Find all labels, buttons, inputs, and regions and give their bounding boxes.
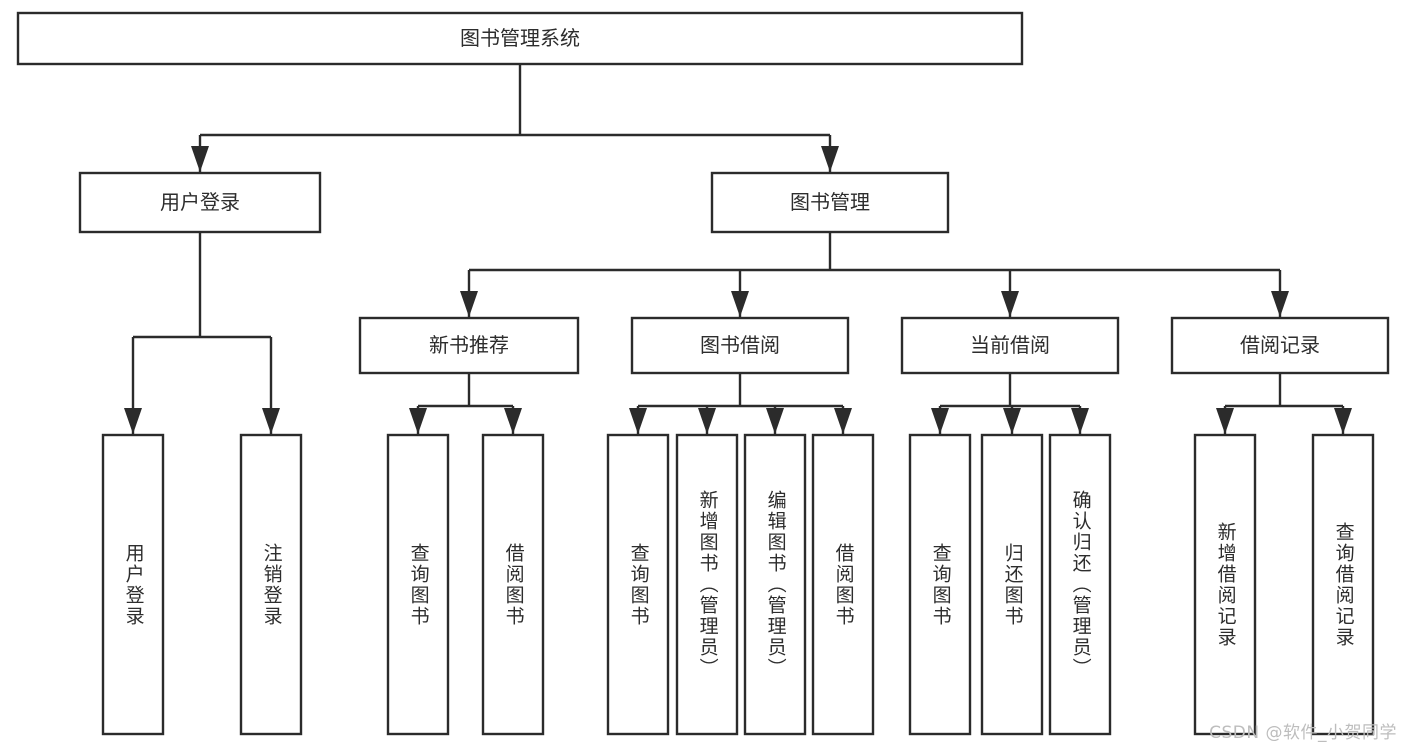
connectors-layer <box>124 64 1352 434</box>
arrow-head-icon <box>834 408 852 434</box>
arrow-head-icon <box>821 146 839 172</box>
arrow-head-icon <box>931 408 949 434</box>
node-leaf-return-book[interactable] <box>980 433 1044 736</box>
node-label-current-borrow: 当前借阅 <box>970 333 1050 357</box>
node-leaf-edit-book[interactable] <box>743 433 807 736</box>
arrow-head-icon <box>1216 408 1234 434</box>
arrow-head-icon <box>191 146 209 172</box>
arrow-head-icon <box>766 408 784 434</box>
arrow-head-icon <box>629 408 647 434</box>
node-leaf-confirm-return[interactable] <box>1048 433 1112 736</box>
node-leaf-add-record[interactable] <box>1193 433 1257 736</box>
node-root-system[interactable] <box>16 11 1024 66</box>
node-book-manage[interactable] <box>710 171 950 234</box>
boxes-layer <box>16 11 1390 736</box>
node-book-borrow[interactable] <box>630 316 850 375</box>
arrow-head-icon <box>731 291 749 317</box>
node-label-book-borrow: 图书借阅 <box>700 333 780 357</box>
node-leaf-add-book[interactable] <box>675 433 739 736</box>
arrow-head-icon <box>460 291 478 317</box>
arrow-head-icon <box>1271 291 1289 317</box>
node-leaf-query-book-2[interactable] <box>606 433 670 736</box>
node-leaf-query-book-3[interactable] <box>908 433 972 736</box>
arrow-head-icon <box>1003 408 1021 434</box>
node-leaf-query-book-1[interactable] <box>386 433 450 736</box>
node-label-user-login: 用户登录 <box>160 190 240 214</box>
node-leaf-borrow-book-2[interactable] <box>811 433 875 736</box>
arrow-head-icon <box>1071 408 1089 434</box>
node-new-book-recommend[interactable] <box>358 316 580 375</box>
node-leaf-logout-login[interactable] <box>239 433 303 736</box>
arrow-head-icon <box>504 408 522 434</box>
node-label-book-manage: 图书管理 <box>790 190 870 214</box>
node-leaf-query-record[interactable] <box>1311 433 1375 736</box>
arrow-head-icon <box>698 408 716 434</box>
node-leaf-borrow-book-1[interactable] <box>481 433 545 736</box>
node-label-root-system: 图书管理系统 <box>460 26 580 50</box>
node-borrow-record[interactable] <box>1170 316 1390 375</box>
node-label-new-book-recommend: 新书推荐 <box>429 333 509 357</box>
watermark-text: CSDN @软件_小贺同学 <box>1209 723 1397 743</box>
arrow-head-icon <box>124 408 142 434</box>
arrow-head-icon <box>262 408 280 434</box>
node-leaf-user-login[interactable] <box>101 433 165 736</box>
arrow-head-icon <box>409 408 427 434</box>
node-label-borrow-record: 借阅记录 <box>1240 333 1320 357</box>
arrow-head-icon <box>1334 408 1352 434</box>
node-current-borrow[interactable] <box>900 316 1120 375</box>
arrow-head-icon <box>1001 291 1019 317</box>
node-user-login[interactable] <box>78 171 322 234</box>
